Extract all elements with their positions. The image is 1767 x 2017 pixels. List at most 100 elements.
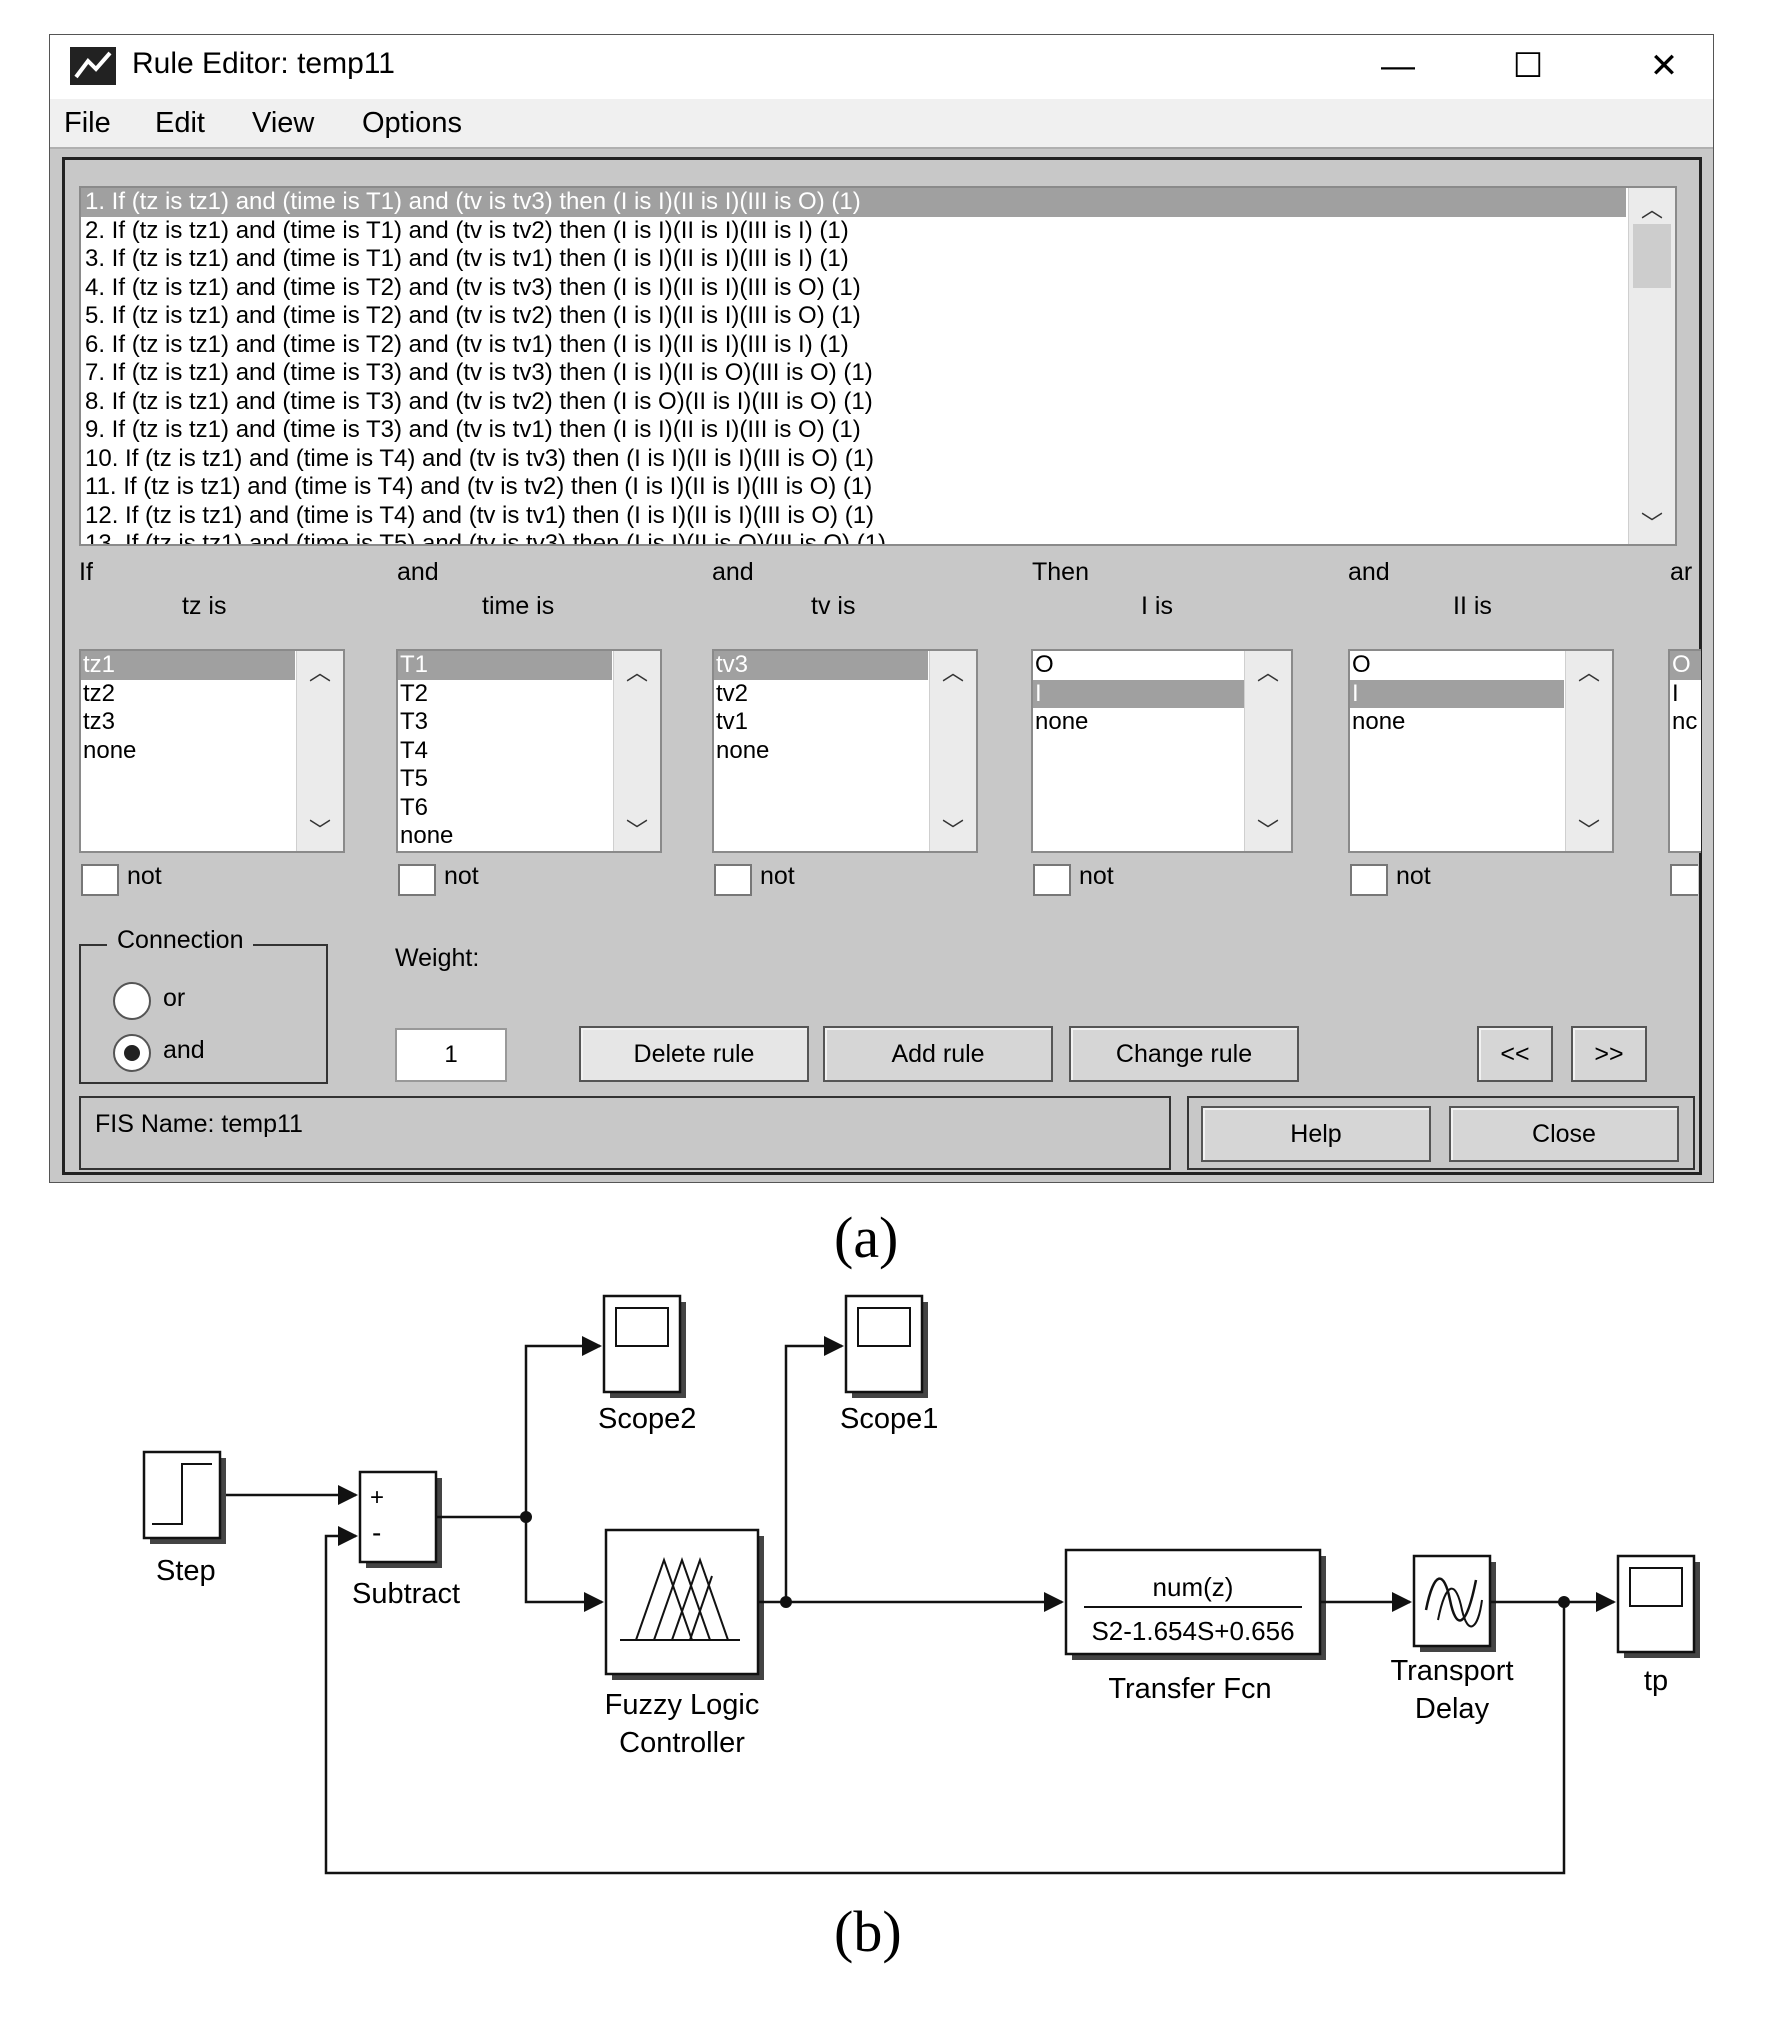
listbox-scrollbar[interactable]: ︿ ﹀ [296, 651, 343, 851]
scroll-down-icon[interactable]: ﹀ [941, 818, 964, 843]
III-listbox[interactable]: O I nc [1668, 649, 1701, 853]
time-listbox[interactable]: T1 T2 T3 T4 T5 T6 none ︿ ﹀ [396, 649, 662, 853]
rule-item[interactable]: 9. If (tz is tz1) and (time is T3) and (… [85, 416, 861, 443]
list-item[interactable]: tz3 [83, 708, 116, 735]
maximize-button[interactable]: ☐ [1512, 47, 1544, 85]
rule-item[interactable]: 5. If (tz is tz1) and (time is T2) and (… [85, 302, 861, 329]
close-button[interactable]: Close [1449, 1106, 1679, 1162]
listbox-scrollbar[interactable]: ︿ ﹀ [1244, 651, 1291, 851]
not-checkbox-tv[interactable] [714, 864, 752, 896]
list-item[interactable]: O [1352, 651, 1371, 678]
list-item[interactable]: T5 [400, 765, 429, 792]
add-rule-button[interactable]: Add rule [823, 1026, 1053, 1082]
menu-edit[interactable]: Edit [155, 107, 205, 139]
scroll-down-icon[interactable]: ﹀ [1640, 511, 1663, 536]
fuzzy-logic-controller-block[interactable]: Fuzzy Logic Controller [605, 1528, 764, 1759]
minimize-button[interactable]: — [1381, 47, 1415, 85]
listbox-scrollbar[interactable]: ︿ ﹀ [1565, 651, 1612, 851]
list-item[interactable]: O [1670, 651, 1701, 680]
list-item[interactable]: nc [1672, 708, 1698, 735]
close-window-button[interactable]: ✕ [1649, 47, 1679, 85]
not-checkbox-III[interactable] [1670, 864, 1698, 896]
list-item[interactable]: tv1 [716, 708, 749, 735]
scope1-block[interactable]: Scope1 [840, 1294, 938, 1435]
menu-file[interactable]: File [64, 107, 111, 139]
not-checkbox-I[interactable] [1033, 864, 1071, 896]
help-button[interactable]: Help [1201, 1106, 1431, 1162]
previous-rule-button[interactable]: << [1477, 1026, 1553, 1082]
radio-and[interactable] [113, 1034, 151, 1072]
list-item[interactable]: T4 [400, 736, 429, 764]
status-bar: FIS Name: temp11 [79, 1096, 1171, 1170]
rule-item[interactable]: 12. If (tz is tz1) and (time is T4) and … [85, 501, 875, 529]
list-item[interactable]: I [1672, 679, 1679, 707]
rule-item[interactable]: 3. If (tz is tz1) and (time is T1) and (… [85, 245, 849, 272]
list-item[interactable]: tz2 [83, 679, 116, 707]
list-item[interactable]: T2 [400, 679, 429, 707]
scroll-down-icon[interactable]: ﹀ [1256, 818, 1279, 843]
transport-delay-block[interactable]: Transport Delay [1390, 1554, 1514, 1725]
rule-item[interactable]: 6. If (tz is tz1) and (time is T2) and (… [85, 330, 849, 358]
list-item[interactable]: tv2 [716, 679, 749, 707]
scroll-down-icon[interactable]: ﹀ [1577, 818, 1600, 843]
II-listbox[interactable]: O I none ︿ ﹀ [1348, 649, 1614, 853]
rule-item[interactable]: 7. If (tz is tz1) and (time is T3) and (… [85, 359, 873, 386]
list-item[interactable]: none [1352, 708, 1406, 735]
not-label: not [127, 862, 162, 890]
rule-item[interactable]: 11. If (tz is tz1) and (time is T4) and … [85, 473, 873, 500]
list-item[interactable]: T1 [398, 651, 612, 680]
list-item[interactable]: T3 [400, 708, 429, 735]
rule-list-scrollbar[interactable]: ︿ ﹀ [1628, 188, 1675, 544]
transfer-fcn-label: Transfer Fcn [1108, 1673, 1271, 1705]
scroll-down-icon[interactable]: ﹀ [308, 818, 331, 843]
delete-rule-button[interactable]: Delete rule [579, 1026, 809, 1082]
list-item[interactable]: O [1035, 651, 1054, 678]
tp-scope-block[interactable]: tp [1616, 1554, 1700, 1697]
not-checkbox-time[interactable] [398, 864, 436, 896]
not-checkbox-tz[interactable] [81, 864, 119, 896]
next-rule-button[interactable]: >> [1571, 1026, 1647, 1082]
transfer-fcn-block[interactable]: num(z) S2-1.654S+0.656 Transfer Fcn [1064, 1548, 1326, 1705]
rule-list[interactable]: 1. If (tz is tz1) and (time is T1) and (… [79, 186, 1677, 546]
not-checkbox-II[interactable] [1350, 864, 1388, 896]
rule-item[interactable]: 4. If (tz is tz1) and (time is T2) and (… [85, 273, 861, 301]
tz-listbox[interactable]: tz1 tz2 tz3 none ︿ ﹀ [79, 649, 345, 853]
I-listbox[interactable]: O I none ︿ ﹀ [1031, 649, 1293, 853]
scroll-up-icon[interactable]: ︿ [941, 660, 964, 685]
scroll-up-icon[interactable]: ︿ [1577, 660, 1600, 685]
listbox-scrollbar[interactable]: ︿ ﹀ [613, 651, 660, 851]
scroll-up-icon[interactable]: ︿ [625, 660, 648, 685]
rule-item[interactable]: 8. If (tz is tz1) and (time is T3) and (… [85, 387, 873, 415]
rule-item[interactable]: 2. If (tz is tz1) and (time is T1) and (… [85, 216, 849, 244]
rule-item[interactable]: 13. If (tz is tz1) and (time is T5) and … [85, 530, 887, 546]
scroll-up-icon[interactable]: ︿ [1256, 660, 1279, 685]
subtract-block[interactable]: + - Subtract [352, 1470, 460, 1610]
menu-view[interactable]: View [252, 107, 315, 139]
scroll-down-icon[interactable]: ﹀ [625, 818, 648, 843]
rule-item[interactable]: 1. If (tz is tz1) and (time is T1) and (… [81, 188, 1626, 217]
list-item[interactable]: none [716, 736, 770, 764]
step-block[interactable]: Step [142, 1450, 226, 1587]
list-item[interactable]: tv3 [714, 651, 928, 680]
list-item[interactable]: none [83, 736, 137, 764]
radio-or[interactable] [113, 982, 151, 1020]
list-item[interactable]: I [1350, 679, 1564, 708]
menu-options[interactable]: Options [362, 107, 462, 139]
change-rule-button[interactable]: Change rule [1069, 1026, 1299, 1082]
listbox-scrollbar[interactable]: ︿ ﹀ [929, 651, 976, 851]
scope2-block[interactable]: Scope2 [598, 1294, 696, 1435]
list-item[interactable]: none [400, 822, 454, 849]
tv-listbox[interactable]: tv3 tv2 tv1 none ︿ ﹀ [712, 649, 978, 853]
scroll-thumb[interactable] [1633, 224, 1671, 288]
rule-item[interactable]: 10. If (tz is tz1) and (time is T4) and … [85, 444, 875, 472]
weight-input[interactable]: 1 [395, 1028, 507, 1082]
plus-sign: + [370, 1484, 384, 1511]
list-item[interactable]: tz1 [81, 651, 295, 680]
list-item[interactable]: I [1033, 679, 1247, 708]
transport-delay-label-line1: Transport [1390, 1655, 1513, 1687]
radio-selected-dot [124, 1045, 140, 1061]
list-item[interactable]: T6 [400, 793, 429, 821]
list-item[interactable]: none [1035, 708, 1089, 735]
scroll-up-icon[interactable]: ︿ [1640, 197, 1663, 222]
scroll-up-icon[interactable]: ︿ [308, 660, 331, 685]
